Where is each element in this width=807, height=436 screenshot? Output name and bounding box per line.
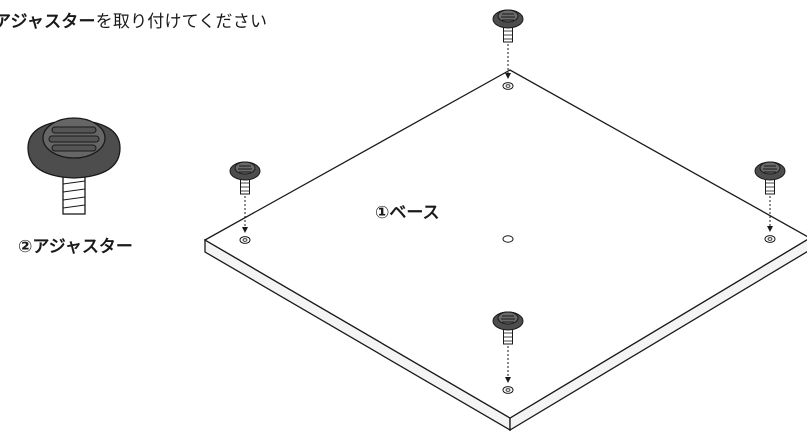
adjuster-foot-icon bbox=[492, 311, 524, 345]
instruction-rest: を取り付けてください bbox=[95, 12, 268, 32]
base-label: ①ベース bbox=[375, 203, 440, 223]
adjuster-label: ②アジャスター bbox=[18, 237, 133, 257]
adjuster-foot-icon bbox=[229, 161, 261, 195]
instruction-highlight: アジャスター bbox=[0, 12, 96, 32]
instruction-text: アジャスターを取り付けてください bbox=[0, 7, 267, 32]
base-center-hole bbox=[502, 235, 514, 243]
adjuster-foot-icon bbox=[27, 117, 121, 215]
screw-hole-icon bbox=[239, 236, 251, 244]
screw-hole-icon bbox=[502, 386, 514, 394]
adjuster-foot-icon bbox=[492, 9, 524, 43]
adjuster-foot-icon bbox=[754, 161, 786, 195]
base-board bbox=[203, 69, 807, 432]
base-top-face bbox=[203, 69, 807, 419]
screw-hole-icon bbox=[764, 235, 776, 243]
screw-hole-icon bbox=[502, 82, 514, 90]
